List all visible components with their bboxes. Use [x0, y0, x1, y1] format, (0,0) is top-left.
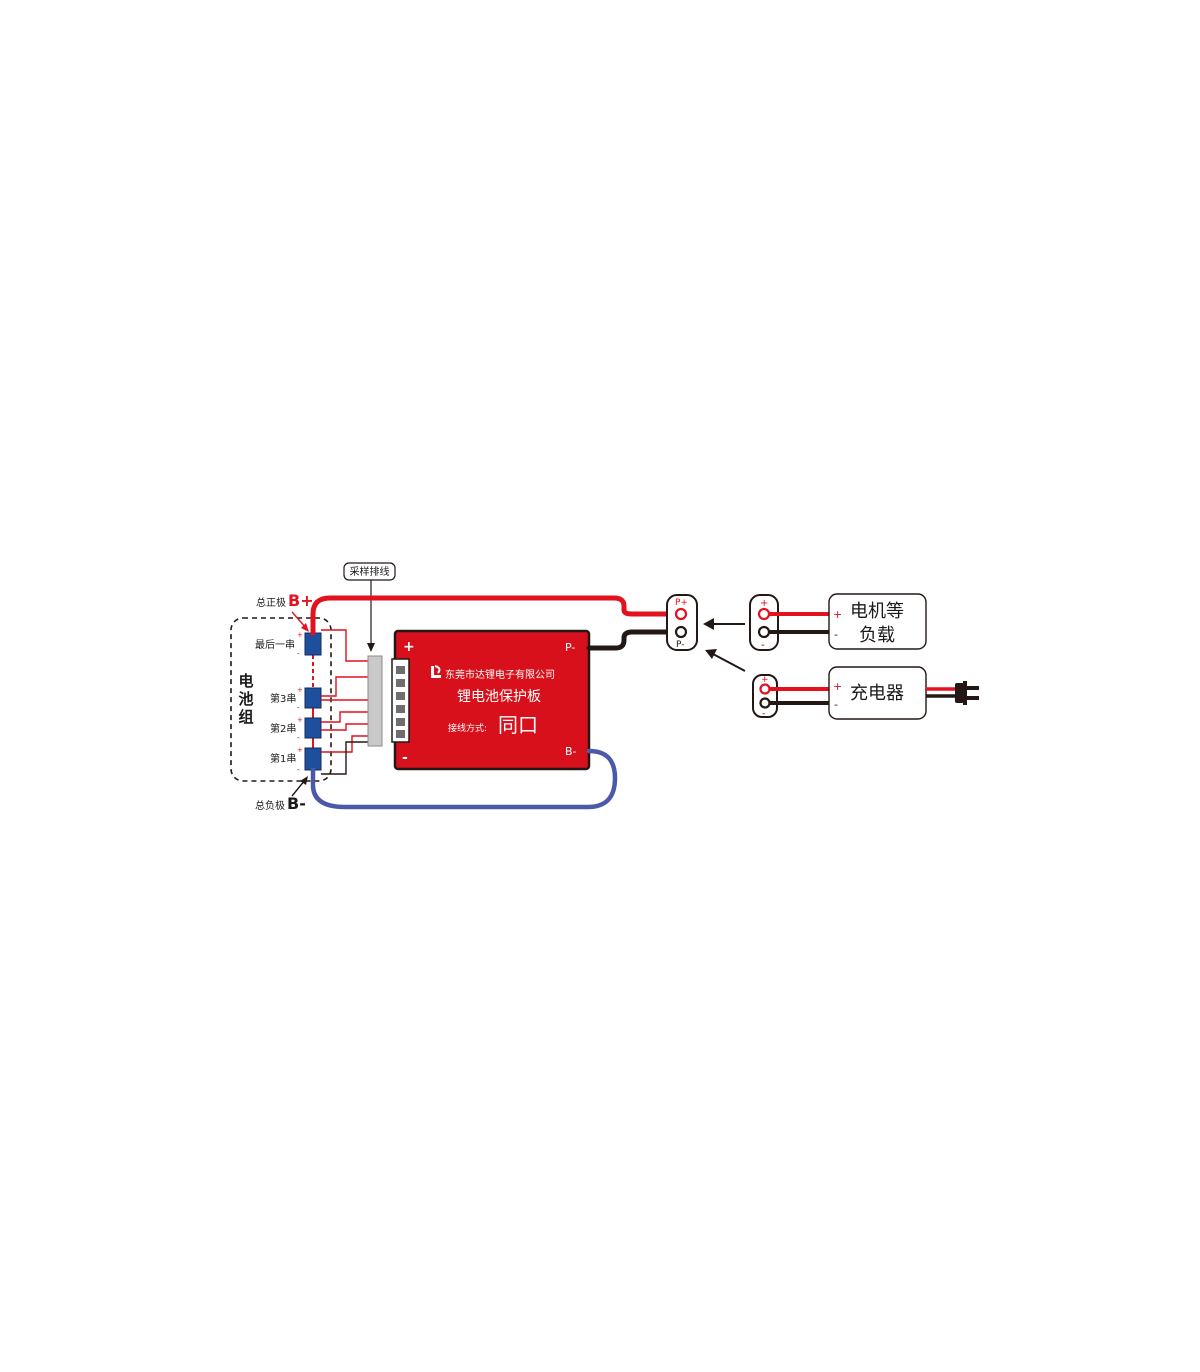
cell-3: 第3串 + - — [270, 686, 322, 712]
svg-text:-: - — [297, 766, 300, 774]
load-label-line2: 负载 — [859, 625, 895, 646]
output-port-p-minus-label: P- — [676, 640, 684, 650]
wire-b-plus — [310, 595, 684, 636]
company-logo-icon — [431, 665, 441, 678]
board-wiring-mode: 同口 — [498, 713, 538, 737]
charger-minus-label: - — [834, 698, 838, 711]
battery-pack-title-1: 电 — [238, 672, 253, 690]
board-product-name: 锂电池保护板 — [457, 689, 541, 705]
battery-pack-title-3: 组 — [238, 708, 253, 726]
load-plug-minus-terminal — [757, 625, 771, 639]
sampling-pointer-head — [367, 643, 375, 652]
output-port-p-minus-terminal — [674, 625, 688, 639]
total-negative-label: 总负极 — [255, 799, 285, 812]
svg-text:第3串: 第3串 — [270, 692, 296, 705]
svg-text:+: + — [297, 746, 303, 754]
total-positive-label: 总正极 — [256, 596, 286, 609]
svg-text:第1串: 第1串 — [270, 752, 296, 765]
board-company-name: 东莞市达锂电子有限公司 — [445, 668, 555, 681]
load-plug — [749, 594, 779, 651]
wire-b-minus — [310, 748, 618, 810]
charger-plug-minus-mark: - — [762, 709, 765, 719]
wire-p-minus — [586, 629, 684, 651]
svg-text:+: + — [297, 631, 303, 639]
total-negative-terminal: B- — [287, 794, 306, 813]
mains-plug-icon — [955, 681, 979, 705]
sampling-wires — [321, 629, 370, 775]
charger-plug-plus-terminal — [759, 683, 771, 695]
total-negative-arrowhead — [300, 776, 308, 785]
board-wiring-prefix: 接线方式: — [448, 722, 487, 734]
svg-text:-: - — [297, 704, 300, 712]
svg-text:第2串: 第2串 — [270, 722, 296, 735]
charger-label: 充电器 — [850, 683, 904, 704]
charger-connect-arrow — [712, 653, 746, 672]
board-b-minus: B- — [565, 745, 577, 758]
output-port-p-plus-terminal — [674, 607, 688, 621]
socket-pins — [396, 666, 405, 738]
load-plug-minus-mark: - — [761, 640, 765, 651]
load-plus-label: + — [833, 608, 842, 621]
svg-text:+: + — [297, 686, 303, 694]
charger-plug-minus-terminal — [759, 697, 771, 709]
load-plug-plus-mark: + — [760, 598, 768, 609]
total-positive-terminal: B+ — [288, 591, 314, 610]
sampling-harness-label: 采样排线 — [350, 565, 390, 578]
load-minus-label: - — [834, 628, 838, 641]
board-p-minus: P- — [565, 641, 575, 654]
svg-text:+: + — [297, 716, 303, 724]
cell-2: 第2串 + - — [270, 716, 322, 742]
battery-pack-title-2: 池 — [238, 690, 253, 708]
board-pin-minus: - — [402, 750, 408, 766]
load-connect-arrowhead — [703, 618, 714, 630]
svg-text:-: - — [297, 650, 300, 658]
output-port — [666, 594, 698, 651]
charger-box — [828, 666, 927, 720]
charger-plug — [752, 674, 778, 718]
cell-last: 最后一串 + - — [255, 631, 322, 658]
total-positive-arrowhead — [301, 623, 309, 632]
charger-plus-label: + — [833, 680, 842, 693]
load-label-line1: 电机等 — [850, 601, 904, 622]
svg-text:-: - — [297, 734, 300, 742]
board-pin-plus: + — [403, 639, 415, 655]
sampling-label-box — [343, 562, 396, 581]
sampling-connector — [367, 655, 383, 747]
load-box — [828, 593, 927, 650]
charger-connect-arrowhead — [705, 649, 717, 659]
load-plug-plus-terminal — [757, 607, 771, 621]
output-port-p-plus-label: P+ — [675, 598, 688, 608]
svg-text:最后一串: 最后一串 — [255, 639, 295, 651]
charger-plug-plus-mark: + — [761, 675, 769, 685]
